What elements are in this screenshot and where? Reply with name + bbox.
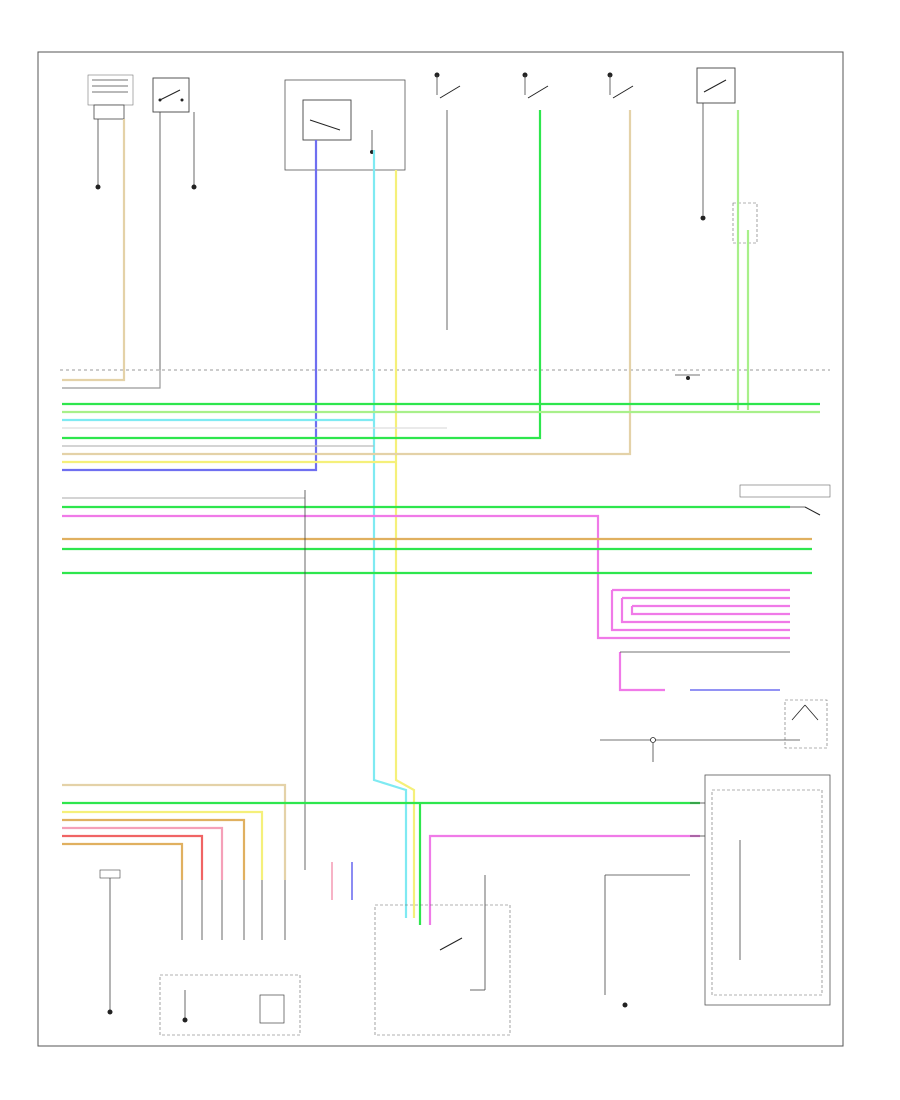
- wire-green-switch-2: [62, 110, 542, 440]
- wire-tan-top-left: [62, 119, 126, 382]
- wire-tan-lower: [62, 783, 287, 880]
- wire-tan-switch-3: [62, 110, 632, 456]
- wire-black-top-left: [62, 370, 161, 389]
- bottom-right-module: [690, 774, 831, 1006]
- bus-red-lower: [62, 834, 204, 880]
- wire-magenta-lower: [618, 652, 665, 692]
- top-center-controller: [284, 79, 406, 171]
- bottom-center-ground: [604, 874, 690, 1008]
- wire-magenta-fan-3: [630, 604, 790, 616]
- wire-yellow-main: [394, 170, 416, 918]
- bus-orange-lower: [62, 818, 246, 880]
- bus-magenta-mid: [62, 514, 790, 640]
- top-switch-3: [607, 72, 634, 99]
- bottom-left-ground: [99, 869, 121, 1015]
- top-switch-1: [434, 72, 461, 330]
- bottom-center-junction: [374, 875, 511, 1036]
- wire-magenta-to-module: [428, 834, 700, 925]
- top-switch-2: [522, 72, 549, 99]
- top-right-switch: [675, 67, 758, 380]
- top-left-switch: [152, 77, 197, 370]
- diagram-frame: [37, 51, 844, 1047]
- wire-magenta-fan-2: [620, 596, 790, 624]
- bus-tan-lower-2: [62, 842, 184, 880]
- wire-magenta-fan-1: [610, 588, 790, 632]
- bottom-left-switch-cluster: [159, 974, 301, 1036]
- right-transmission-switch: [600, 484, 831, 762]
- bus-pink-lower: [62, 826, 224, 880]
- top-left-connector: [87, 74, 134, 190]
- bus-yellow-lower: [62, 810, 264, 880]
- wire-blue-top: [62, 140, 318, 472]
- wire-cyan-main: [372, 150, 408, 918]
